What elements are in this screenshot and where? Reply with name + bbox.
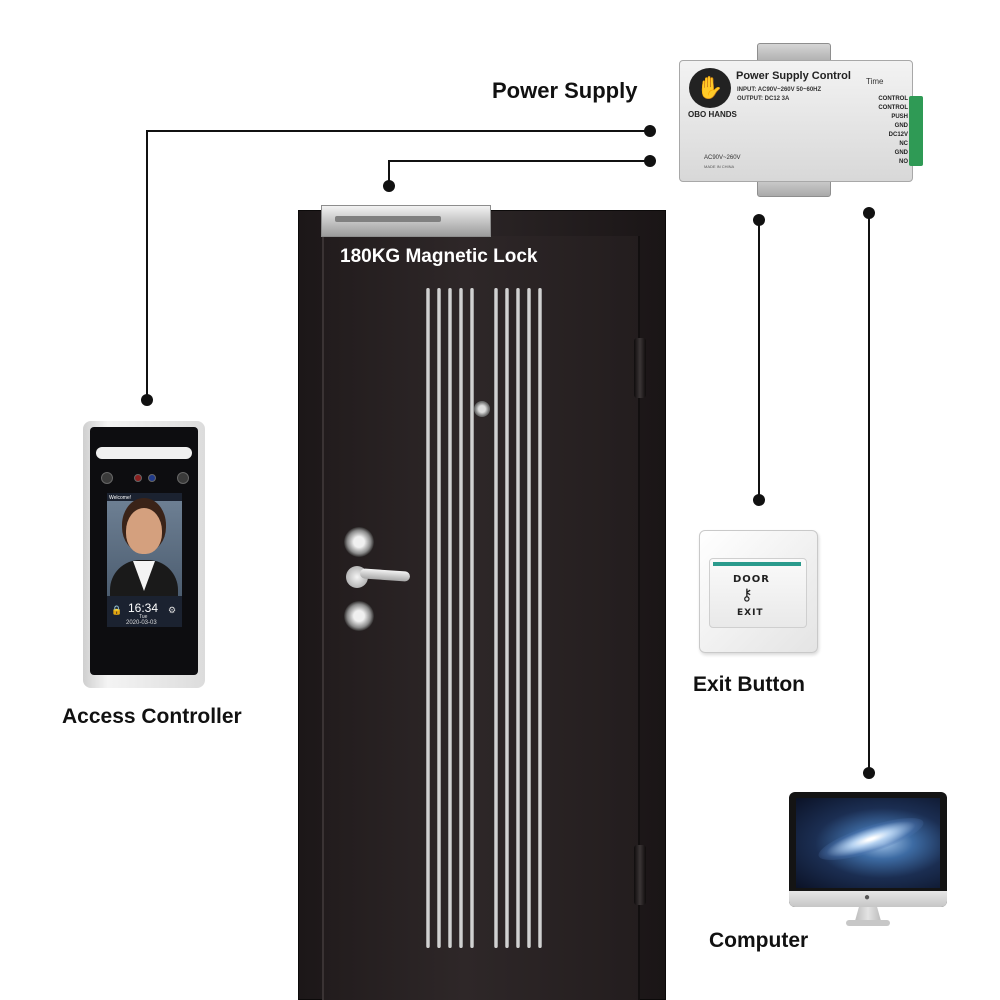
psu-terminal-label: PUSH [891,114,908,120]
wire-node [383,180,395,192]
computer-stand [855,907,881,921]
psu-brand: OBO HANDS [688,110,737,119]
wire-node [863,767,875,779]
door-groove [494,288,498,948]
exit-button-door-text: DOOR [733,574,771,585]
exit-button-face [709,558,807,628]
screen-day: Tue [139,614,148,620]
computer-stand-foot [846,920,890,926]
hand-logo-icon: ✋ [689,68,731,108]
gear-icon: ⚙ [168,605,177,615]
magnetic-lock-slot [335,216,441,222]
label-power-supply: Power Supply [492,78,638,103]
ir-sensor-icon [148,474,156,482]
psu-output-spec: OUTPUT: DC12 3A [737,96,790,102]
lock-cylinder-icon [344,527,374,557]
key-icon: ⚷ [741,587,753,604]
wire-node [753,214,765,226]
psu-terminal-label: NC [899,141,908,147]
door-groove [538,288,542,948]
terminal-block [909,96,923,166]
door-groove [505,288,509,948]
screen-time: 16:34 [128,601,159,615]
psu-terminal-label: NO [899,159,908,165]
lock-cylinder-icon [344,601,374,631]
exit-button-accent [713,562,801,566]
psu-terminal-label: DC12V [888,132,908,138]
hinge-icon [634,338,646,398]
label-computer: Computer [709,929,809,952]
ir-sensor-icon [134,474,142,482]
camera-icon [177,472,189,484]
wire-node [644,155,656,167]
wire-magnetic-lock [388,160,650,186]
door-groove [527,288,531,948]
screen-welcome: Welcome! [109,495,132,501]
label-magnetic-lock: 180KG Magnetic Lock [340,246,538,267]
label-exit-button: Exit Button [693,673,805,696]
door-groove [470,288,474,948]
door-groove [426,288,430,948]
computer-chin [789,891,947,907]
exit-button-exit-text: EXIT [737,608,764,618]
screen-date: 2020-03-03 [126,620,157,626]
camera-icon [101,472,113,484]
door [322,236,640,1000]
psu-ac-label: AC90V~260V [704,155,741,161]
access-controller-light [96,447,192,459]
door-groove [516,288,520,948]
hinge-icon [634,845,646,905]
psu-terminal-label: GND [894,123,908,129]
wire-node [141,394,153,406]
psu-terminal-label: CONTROL [878,96,908,102]
psu-terminal-label: GND [894,150,908,156]
wire-node [863,207,875,219]
label-access-controller: Access Controller [62,705,242,728]
face-photo-head [126,508,162,554]
psu-title: Power Supply Control [736,70,851,82]
psu-made-in: MADE IN CHINA [704,164,735,169]
wire-node [753,494,765,506]
wire-node [644,125,656,137]
psu-terminal-label: CONTROL [878,105,908,111]
apple-logo-icon: ● [864,892,871,903]
psu-input-spec: INPUT: AC90V~260V 50~60HZ [737,87,822,93]
peephole [474,401,490,417]
door-groove [437,288,441,948]
wire-access-controller [146,130,650,400]
lock-icon: 🔒 [111,605,123,615]
door-groove [459,288,463,948]
psu-time-label: Time [866,77,884,86]
door-groove [448,288,452,948]
